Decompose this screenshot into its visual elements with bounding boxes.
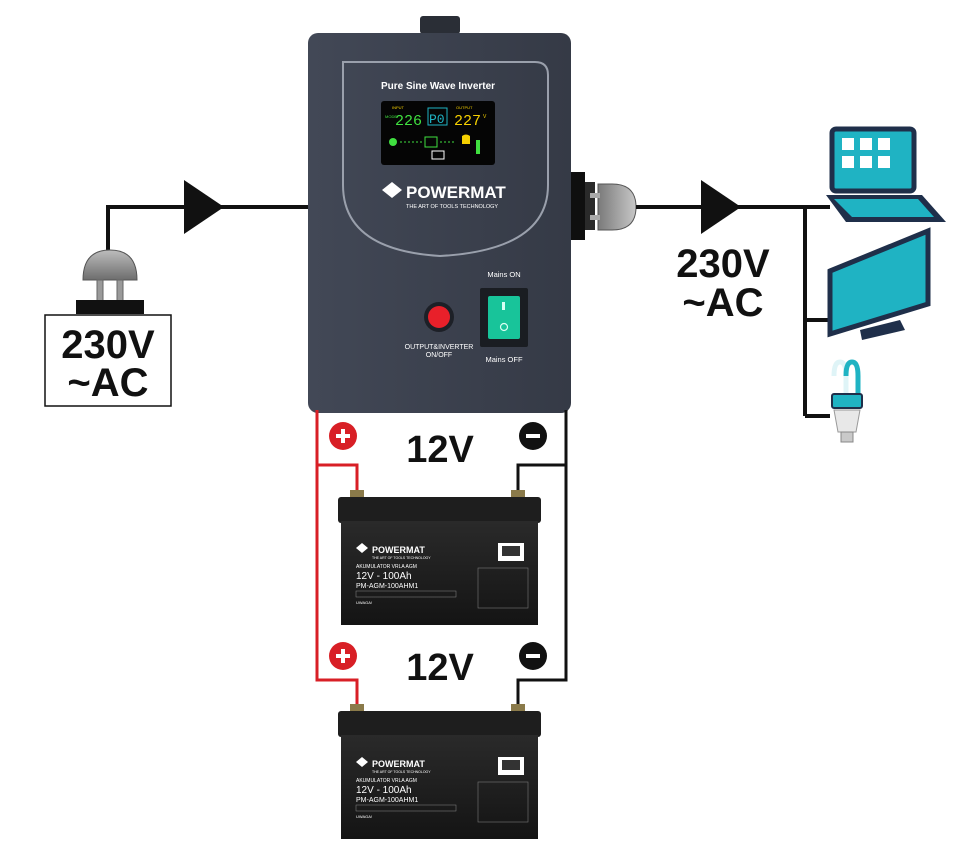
battery-2-tagline: THE ART OF TOOLS TECHNOLOGY bbox=[372, 770, 431, 774]
battery-2: POWERMAT THE ART OF TOOLS TECHNOLOGY AKU… bbox=[338, 704, 541, 839]
lcd-bulb-icon bbox=[462, 134, 470, 144]
lcd-mode-label: MODE bbox=[385, 114, 397, 119]
monitor-icon bbox=[827, 227, 931, 340]
battery-1-brand: POWERMAT bbox=[372, 545, 425, 555]
input-plug-icon bbox=[76, 249, 144, 314]
output-wire bbox=[636, 180, 830, 418]
output-voltage-label: 230V ~AC bbox=[676, 242, 770, 325]
battery-1-warning: UWAGA! bbox=[356, 600, 372, 605]
source-voltage-line2: ~AC bbox=[67, 361, 148, 405]
output-voltage-line2: ~AC bbox=[682, 281, 763, 325]
battery-2-brand: POWERMAT bbox=[372, 759, 425, 769]
battery-1-model: PM-AGM-100AHM1 bbox=[356, 583, 418, 590]
power-button-label-line2: ON/OFF bbox=[426, 352, 452, 359]
battery-1-voltage: 12V bbox=[406, 429, 474, 471]
battery-1-tagline: THE ART OF TOOLS TECHNOLOGY bbox=[372, 556, 431, 560]
output-voltage-line1: 230V bbox=[676, 242, 770, 286]
lcd-mode-value: P0 bbox=[429, 112, 445, 127]
lcd-battery-icon bbox=[431, 150, 445, 160]
laptop-icon bbox=[826, 126, 946, 222]
battery-2-type: AKUMULATOR VRLA AGM bbox=[356, 778, 417, 784]
negative-terminal-icon bbox=[519, 422, 547, 450]
positive-terminal-icon bbox=[329, 642, 357, 670]
inverter: Pure Sine Wave Inverter INPUT OUTPUT MOD… bbox=[308, 16, 637, 413]
input-arrow-icon bbox=[184, 180, 224, 234]
battery-2-voltage: 12V bbox=[406, 647, 474, 689]
mains-off-label: Mains OFF bbox=[485, 355, 523, 364]
lcd-output-label: OUTPUT bbox=[456, 105, 473, 110]
lcd-load-bar bbox=[476, 140, 480, 154]
lcd-ac-icon bbox=[389, 138, 397, 146]
source-voltage-box: 230V ~AC bbox=[44, 314, 172, 407]
power-button-label-line1: OUTPUT&INVERTER bbox=[405, 344, 474, 351]
lcd-inverter-icon bbox=[424, 136, 438, 148]
battery-2-recycle-icon bbox=[477, 781, 529, 823]
battery-wiring bbox=[315, 410, 568, 708]
negative-terminal-icon bbox=[519, 642, 547, 670]
battery-1-rating: 12V - 100Ah bbox=[356, 571, 412, 582]
lcd-output-value: 227 bbox=[454, 113, 481, 130]
output-arrow-icon bbox=[701, 180, 741, 234]
mains-on-label: Mains ON bbox=[487, 270, 520, 279]
positive-terminal-icon bbox=[329, 422, 357, 450]
lcd-input-value: 226 bbox=[395, 113, 422, 130]
battery-1-recycle-icon bbox=[477, 567, 529, 609]
battery-2-rating: 12V - 100Ah bbox=[356, 785, 412, 796]
lcd-display: INPUT OUTPUT MODE 226 P0 227 V bbox=[381, 101, 495, 165]
inverter-brand-name: POWERMAT bbox=[406, 183, 506, 202]
input-wire bbox=[106, 180, 312, 255]
inverter-brand: POWERMAT THE ART OF TOOLS TECHNOLOGY bbox=[382, 182, 506, 210]
inverter-brand-tagline: THE ART OF TOOLS TECHNOLOGY bbox=[406, 204, 498, 210]
energy-saving-bulb-icon bbox=[831, 359, 863, 443]
inverter-panel-title: Pure Sine Wave Inverter bbox=[381, 81, 495, 92]
lcd-unit: V bbox=[483, 114, 487, 120]
battery-1: POWERMAT THE ART OF TOOLS TECHNOLOGY AKU… bbox=[338, 490, 541, 625]
source-voltage-line1: 230V bbox=[61, 323, 155, 367]
lcd-input-label: INPUT bbox=[392, 105, 405, 110]
battery-2-model: PM-AGM-100AHM1 bbox=[356, 797, 418, 804]
battery-2-warning: UWAGA! bbox=[356, 814, 372, 819]
output-plug-icon bbox=[597, 183, 637, 231]
battery-1-type: AKUMULATOR VRLA AGM bbox=[356, 564, 417, 570]
